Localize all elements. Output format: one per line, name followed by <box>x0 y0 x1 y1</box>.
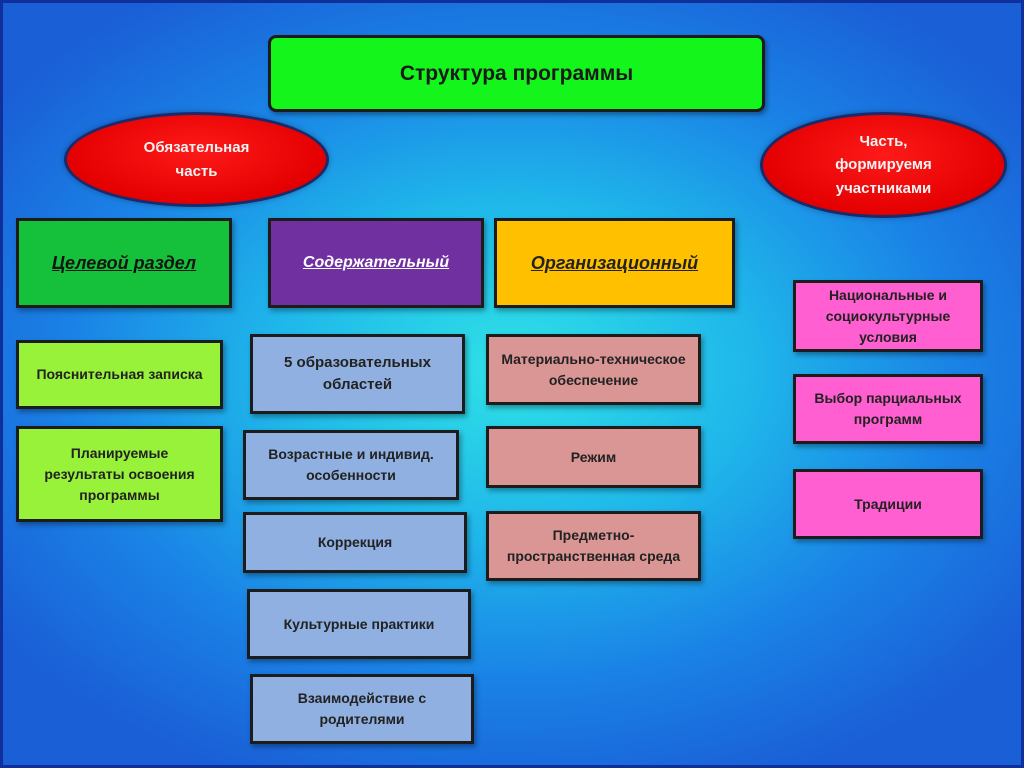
organizational-item: Предметно-пространственная среда <box>486 511 701 581</box>
content-section-header: Содержательный <box>268 218 484 308</box>
participants-item: Национальные и социокультурные условия <box>793 280 983 352</box>
content-item: Взаимодействие с родителями <box>250 674 474 744</box>
participants-part-label: Часть, формируемя участниками <box>835 133 932 197</box>
diagram-title: Структура программы <box>268 35 765 112</box>
organizational-section-header: Организационный <box>494 218 735 308</box>
content-item: 5 образовательных областей <box>250 334 465 414</box>
target-item: Планируемые результаты освоения программ… <box>16 426 223 522</box>
content-item: Коррекция <box>243 512 467 573</box>
target-section-header: Целевой раздел <box>16 218 232 308</box>
mandatory-part-label: Обязательная часть <box>143 139 250 180</box>
target-item: Пояснительная записка <box>16 340 223 409</box>
content-item: Культурные практики <box>247 589 471 659</box>
organizational-item: Материально-техническое обеспечение <box>486 334 701 405</box>
participants-item: Выбор парциальных программ <box>793 374 983 444</box>
participants-part-ellipse: Часть, формируемя участниками <box>760 112 1007 218</box>
organizational-item: Режим <box>486 426 701 488</box>
content-item: Возрастные и индивид. особенности <box>243 430 459 500</box>
mandatory-part-ellipse: Обязательная часть <box>64 112 329 207</box>
participants-item: Традиции <box>793 469 983 539</box>
